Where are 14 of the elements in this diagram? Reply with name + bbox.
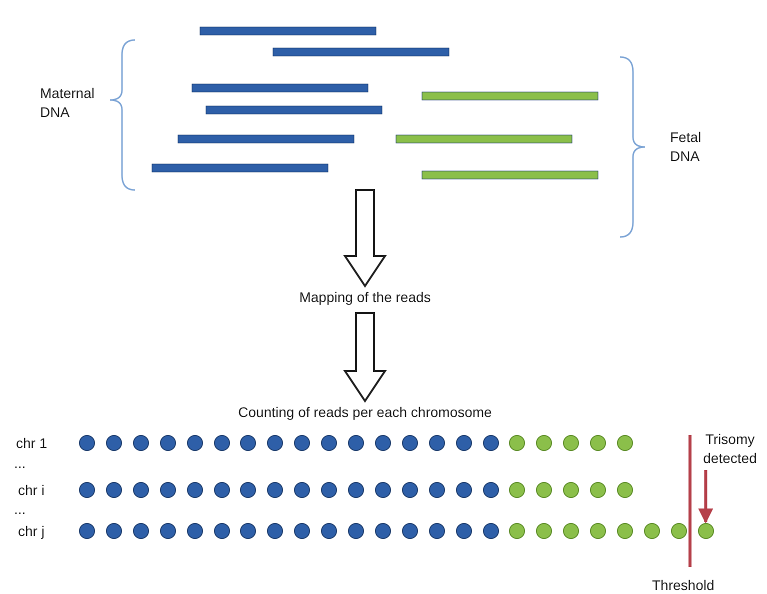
block-arrow (343, 312, 387, 403)
arrow (698, 470, 714, 524)
row-label: chr j (18, 522, 44, 541)
ellipsis: ... (14, 500, 26, 519)
group-label: Maternal DNA (40, 84, 96, 122)
block-arrow (343, 189, 387, 288)
step-label: Mapping of the reads (299, 289, 431, 305)
group-label: Fetal DNA (670, 128, 702, 166)
row-label: chr 1 (16, 434, 48, 453)
ellipsis: ... (14, 454, 26, 473)
threshold-label: Threshold (652, 576, 714, 594)
annotation-text: Trisomy detected (703, 431, 757, 466)
step-label: Counting of reads per each chromosome (238, 404, 492, 420)
row-label: chr i (18, 481, 44, 500)
